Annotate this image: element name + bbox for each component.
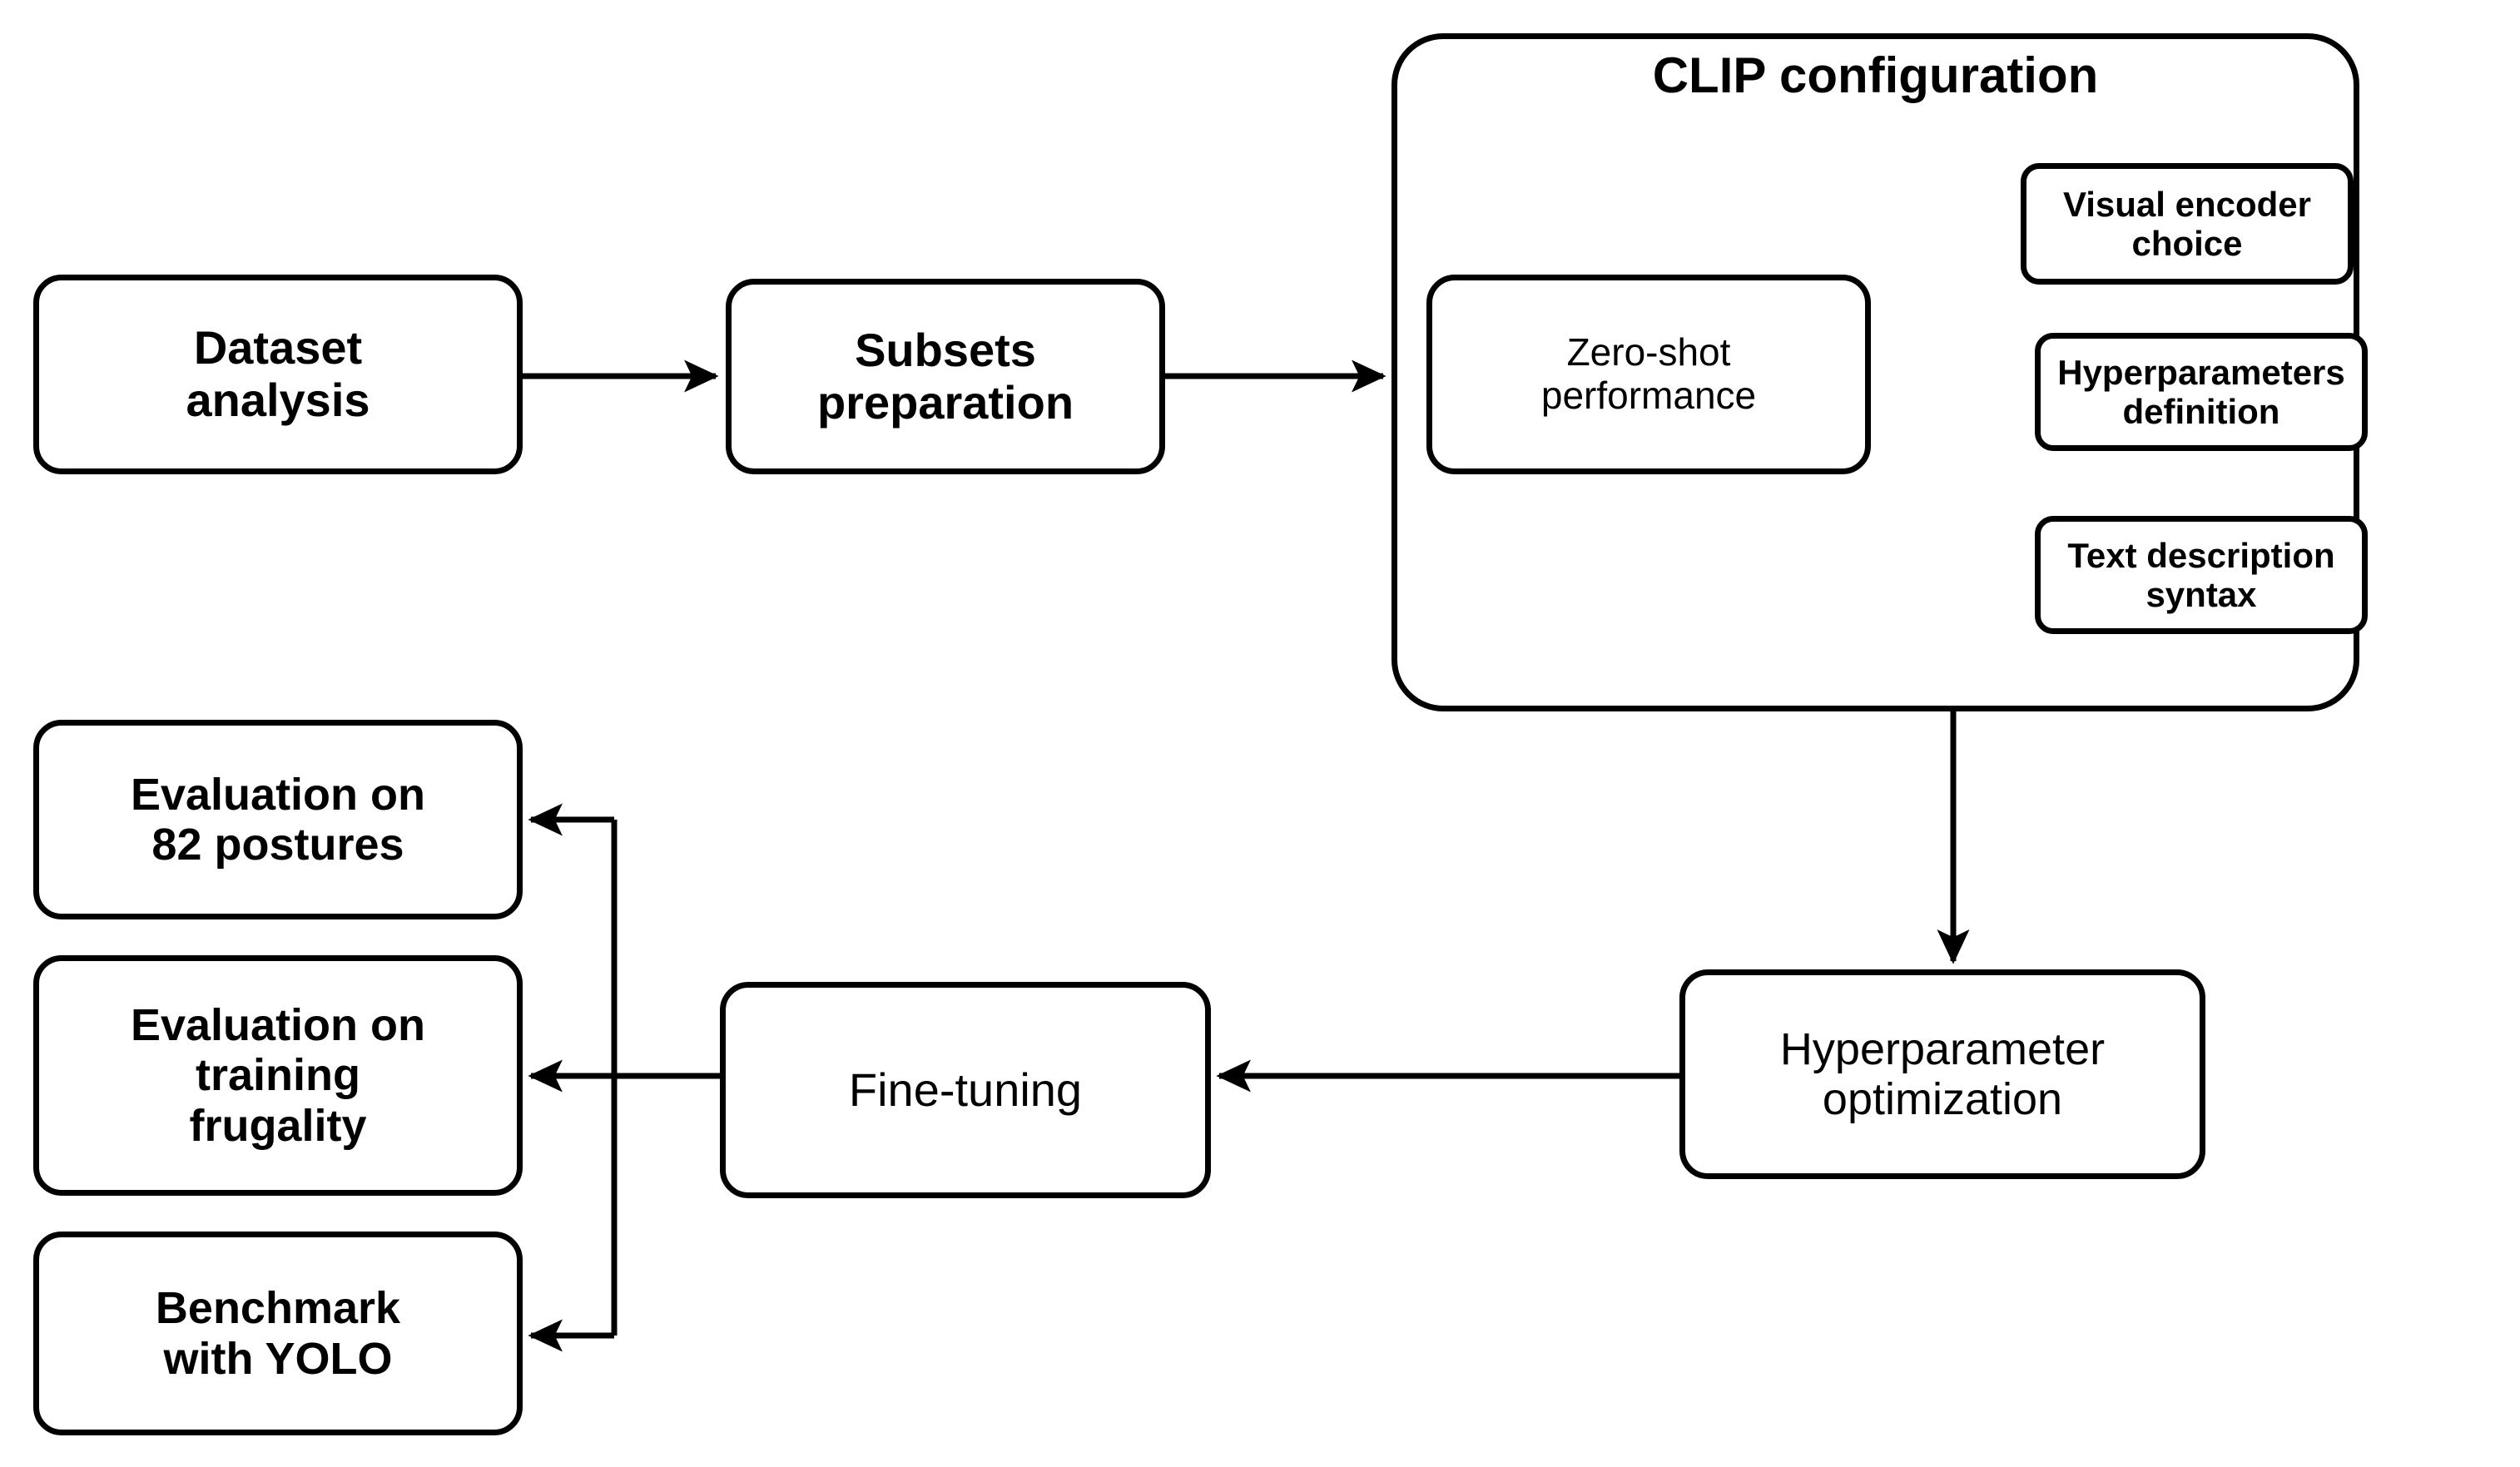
node-hyperparameters-definition-label: Hyperparameters definition: [2057, 352, 2345, 431]
node-dataset-analysis[interactable]: Dataset analysis: [33, 275, 523, 474]
node-subsets-preparation-label: Subsets preparation: [816, 323, 1074, 429]
node-benchmark-yolo[interactable]: Benchmark with YOLO: [33, 1232, 523, 1435]
node-evaluation-postures[interactable]: Evaluation on 82 postures: [33, 720, 523, 919]
node-fine-tuning[interactable]: Fine-tuning: [720, 982, 1211, 1198]
node-evaluation-training-frugality-label: Evaluation on training frugality: [130, 999, 426, 1151]
node-evaluation-postures-label: Evaluation on 82 postures: [130, 769, 426, 870]
group-clip-configuration-title: CLIP configuration: [1652, 47, 2099, 103]
node-evaluation-training-frugality[interactable]: Evaluation on training frugality: [33, 955, 523, 1196]
node-subsets-preparation[interactable]: Subsets preparation: [726, 279, 1165, 474]
node-zero-shot-performance[interactable]: Zero-shot performance: [1426, 275, 1871, 474]
node-hyperparameters-definition[interactable]: Hyperparameters definition: [2035, 333, 2368, 451]
node-visual-encoder-choice[interactable]: Visual encoder choice: [2021, 163, 2354, 285]
node-dataset-analysis-label: Dataset analysis: [186, 321, 370, 426]
node-zero-shot-performance-label: Zero-shot performance: [1540, 330, 1757, 417]
node-text-description-syntax[interactable]: Text description syntax: [2035, 516, 2368, 634]
node-hyperparameter-optimization[interactable]: Hyperparameter optimization: [1679, 969, 2205, 1179]
node-visual-encoder-choice-label: Visual encoder choice: [2062, 184, 2312, 263]
node-fine-tuning-label: Fine-tuning: [848, 1063, 1083, 1116]
node-text-description-syntax-label: Text description syntax: [2067, 535, 2335, 614]
node-hyperparameter-optimization-label: Hyperparameter optimization: [1779, 1023, 2106, 1124]
node-benchmark-yolo-label: Benchmark with YOLO: [155, 1283, 401, 1384]
